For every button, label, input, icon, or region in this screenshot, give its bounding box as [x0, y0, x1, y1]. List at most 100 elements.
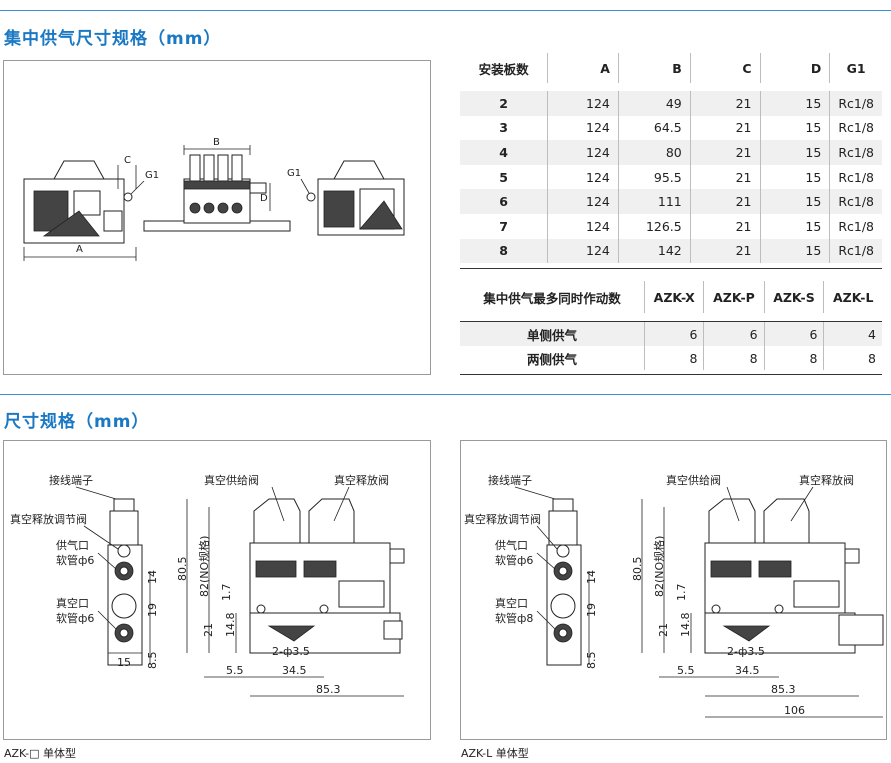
sim-header-title: 集中供气最多同时作动数 — [483, 290, 621, 306]
section-divider — [0, 394, 891, 395]
dim-8-5: 8.5 — [585, 652, 598, 670]
manifold-side-view-right — [317, 160, 405, 236]
dim-1-7: 1.7 — [675, 584, 688, 602]
dim-d-label: D — [260, 193, 268, 204]
sim-bottom-rule — [460, 374, 882, 375]
sim-header-l: AZK-L — [823, 281, 882, 313]
azk-l-side-view — [546, 498, 582, 666]
dim-82: 82(NO规格) — [197, 536, 211, 597]
label-vac-port: 真空口 — [495, 596, 528, 610]
dim-14: 14 — [585, 570, 598, 584]
table-bottom-rule — [460, 268, 882, 269]
label-supply-port: 供气口 — [56, 538, 89, 552]
spec-cell: 4 — [460, 140, 548, 165]
label-supply-valve: 真空供给阀 — [666, 473, 721, 487]
manifold-drawing-panel: A C G1 B D G1 — [3, 60, 431, 375]
table-row: 单侧供气 6 6 6 4 — [460, 322, 882, 346]
spec-cell: 2 — [460, 91, 548, 116]
spec-cell: 21 — [689, 164, 760, 190]
azk-x-side-view — [107, 498, 143, 666]
spec-cell: 124 — [547, 140, 619, 165]
spec-cell: 124 — [547, 189, 619, 214]
spec-cell: Rc1/8 — [829, 140, 882, 165]
spec-cell: 15 — [759, 91, 830, 116]
label-terminal: 接线端子 — [49, 473, 93, 487]
sim-header-s: AZK-S — [763, 281, 824, 313]
g1-left-label: G1 — [145, 170, 159, 181]
azk-l-front-view — [704, 498, 884, 654]
sim-cell: 6 — [763, 322, 824, 346]
spec-cell: Rc1/8 — [829, 164, 882, 190]
spec-cell: 142 — [617, 238, 691, 264]
sim-cell: 4 — [823, 322, 882, 346]
spec-cell: Rc1/8 — [829, 189, 882, 214]
dim-15: 15 — [117, 656, 131, 669]
label-release-adj: 真空释放调节阀 — [10, 512, 87, 526]
spec-cell: Rc1/8 — [829, 213, 882, 239]
spec-cell: 124 — [547, 238, 619, 264]
label-vac-port: 真空口 — [56, 596, 89, 610]
azk-l-drawing-panel: 接线端子 真空释放调节阀 供气口 软管ф6 真空口 软管ф8 14 19 8.5… — [460, 440, 887, 740]
spec-header-d: D — [759, 53, 830, 83]
spec-cell: 49 — [617, 91, 691, 116]
section-divider — [0, 10, 891, 11]
label-supply-tube: 软管ф6 — [56, 553, 94, 567]
spec-cell: 21 — [689, 189, 760, 214]
label-vac-tube: 软管ф8 — [495, 611, 533, 625]
sim-cell: 6 — [703, 322, 765, 346]
label-supply-valve: 真空供给阀 — [204, 473, 259, 487]
label-release-valve: 真空释放阀 — [334, 473, 389, 487]
azk-x-drawing-panel: 接线端子 真空释放调节阀 供气口 软管ф6 真空口 软管ф6 14 19 8.5… — [3, 440, 431, 740]
manifold-drawing: A C G1 B D G1 — [23, 137, 405, 261]
sim-cell: 6 — [643, 322, 704, 346]
dim-a-label: A — [76, 244, 83, 255]
spec-cell: 15 — [759, 213, 830, 239]
spec-cell: 111 — [617, 189, 691, 214]
spec-cell: Rc1/8 — [829, 91, 882, 116]
spec-cell: 124 — [547, 91, 619, 116]
spec-cell: 21 — [689, 115, 760, 141]
spec-cell: 124 — [547, 213, 619, 239]
dim-hole: 2-ф3.5 — [272, 645, 310, 658]
sim-cell: 8 — [703, 346, 765, 370]
spec-cell: 6 — [460, 189, 548, 214]
label-release-adj: 真空释放调节阀 — [464, 512, 541, 526]
g1-right-label: G1 — [287, 168, 301, 179]
spec-table: 安装板数 A B C D G1 2 124 49 21 15 Rc1/8 3 1… — [460, 53, 882, 264]
dim-14-8: 14.8 — [679, 613, 692, 638]
spec-cell: 64.5 — [617, 115, 691, 141]
spec-cell: 95.5 — [617, 164, 691, 190]
label-release-valve: 真空释放阀 — [799, 473, 854, 487]
manifold-front-view — [143, 154, 291, 232]
spec-cell: 15 — [759, 189, 830, 214]
sim-cell: 8 — [763, 346, 824, 370]
dim-b-label: B — [213, 137, 220, 148]
sim-header-p: AZK-P — [703, 281, 765, 313]
sim-header-x: AZK-X — [643, 281, 704, 313]
dim-34-5: 34.5 — [282, 664, 307, 677]
dim-hole: 2-ф3.5 — [727, 645, 765, 658]
dim-14: 14 — [146, 570, 159, 584]
sim-cell: 两侧供气 — [526, 351, 577, 367]
dim-14-8: 14.8 — [224, 613, 237, 638]
azk-x-drawing: 接线端子 真空释放调节阀 供气口 软管ф6 真空口 软管ф6 14 19 8.5… — [10, 473, 405, 697]
spec-cell: 21 — [689, 213, 760, 239]
spec-cell: 124 — [547, 115, 619, 141]
spec-cell: 15 — [759, 238, 830, 264]
dim-34-5: 34.5 — [735, 664, 760, 677]
dim-19: 19 — [146, 603, 159, 617]
table-row: 8 124 142 21 15 Rc1/8 — [460, 238, 882, 264]
spec-header-b: B — [617, 53, 691, 83]
spec-header-a: A — [547, 53, 619, 83]
table-row: 7 124 126.5 21 15 Rc1/8 — [460, 213, 882, 239]
spec-cell: 21 — [689, 238, 760, 264]
table-row: 6 124 111 21 15 Rc1/8 — [460, 189, 882, 214]
dim-85-3: 85.3 — [771, 683, 796, 696]
dim-85-3: 85.3 — [316, 683, 341, 696]
table-row: 2 124 49 21 15 Rc1/8 — [460, 91, 882, 116]
azk-x-front-view — [249, 498, 405, 654]
azk-l-caption: AZK-L 单体型 — [461, 747, 529, 760]
table-row: 3 124 64.5 21 15 Rc1/8 — [460, 115, 882, 141]
dim-21: 21 — [657, 623, 670, 637]
label-vac-tube: 软管ф6 — [56, 611, 94, 625]
